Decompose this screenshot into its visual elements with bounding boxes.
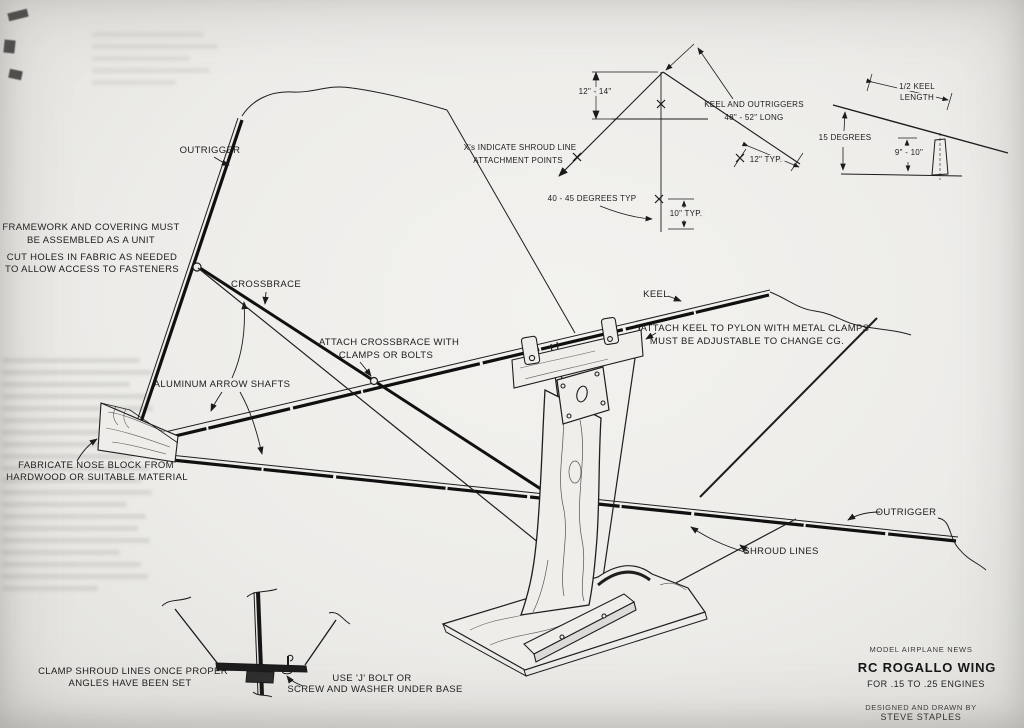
label-keel-outriggers-2: 48" - 52" LONG <box>724 113 784 122</box>
dim-pylon-height: 9" - 10" <box>892 148 926 157</box>
label-jbolt-2: SCREW AND WASHER UNDER BASE <box>287 684 463 695</box>
label-cut-holes-2: TO ALLOW ACCESS TO FASTENERS <box>5 264 179 275</box>
pylon-rail <box>523 593 637 663</box>
plan-title: RC ROGALLO WING <box>857 660 997 675</box>
bleed-through-text-top <box>92 32 222 92</box>
label-attach-keel-2: MUST BE ADJUSTABLE TO CHANGE CG. <box>649 336 845 347</box>
label-attach-crossbrace-1: ATTACH CROSSBRACE WITH <box>318 337 460 348</box>
shroud-lines <box>197 267 797 602</box>
publication-name: MODEL AIRPLANE NEWS <box>869 645 973 654</box>
pylon <box>520 388 602 616</box>
label-jbolt-1: USE 'J' BOLT OR <box>332 673 412 684</box>
label-nose-block-1: FABRICATE NOSE BLOCK FROM <box>18 460 174 471</box>
label-aluminum-shafts: ALUMINUM ARROW SHAFTS <box>153 379 291 390</box>
label-leaders <box>76 156 881 687</box>
label-framework-note-1: FRAMEWORK AND COVERING MUST <box>2 222 180 233</box>
crossbrace-keel-bolt <box>369 376 379 386</box>
keel-angle-detail <box>832 73 1009 180</box>
label-shroud-lines: SHROUD LINES <box>743 546 819 557</box>
label-nose-block-2: HARDWOOD OR SUITABLE MATERIAL <box>6 472 188 483</box>
keel-spar <box>147 289 771 437</box>
clamp-detail <box>161 588 351 698</box>
label-outrigger-right: OUTRIGGER <box>875 507 937 518</box>
label-clamp-note-2: ANGLES HAVE BEEN SET <box>68 678 192 689</box>
dim-half-keel-1: 1/2 KEEL <box>897 82 937 91</box>
pylon-base <box>441 565 708 678</box>
fabric-break-top <box>241 86 448 117</box>
label-xs-note-1: X's INDICATE SHROUD LINE <box>463 143 577 152</box>
plan-subtitle: FOR .15 TO .25 ENGINES <box>867 679 985 689</box>
fabric-edge-right-panel <box>699 317 878 498</box>
nose-block <box>97 402 179 463</box>
label-keel: KEEL <box>643 289 669 300</box>
label-attach-crossbrace-2: CLAMPS OR BOLTS <box>338 350 434 361</box>
label-xs-note-2: ATTACHMENT POINTS <box>473 156 563 165</box>
label-crossbrace: CROSSBRACE <box>230 279 302 290</box>
label-attach-keel-1: ATTACH KEEL TO PYLON WITH METAL CLAMPS <box>640 323 870 334</box>
shroud-attachment-x-marks <box>572 99 745 204</box>
label-cut-holes-1: CUT HOLES IN FABRIC AS NEEDED <box>6 252 178 263</box>
designer-name: STEVE STAPLES <box>880 712 962 722</box>
credit-line: DESIGNED AND DRAWN BY <box>865 703 977 712</box>
dim-12-typ: 12" TYP. <box>747 155 785 164</box>
label-angle-40-45: 40 - 45 DEGREES TYP <box>547 194 637 203</box>
dim-15-degrees: 15 DEGREES <box>818 133 872 142</box>
label-clamp-note-1: CLAMP SHROUD LINES ONCE PROPER <box>38 666 228 677</box>
dim-apex-height: 12" - 14" <box>576 87 614 96</box>
dim-10-typ: 10" TYP. <box>667 209 705 218</box>
left-outrigger-spar <box>135 117 239 425</box>
bleed-through-text <box>2 358 154 598</box>
fabric-break-keel-tip <box>769 291 912 336</box>
fabric-break-outrigger-tip <box>937 517 987 571</box>
label-framework-note-2: BE ASSEMBLED AS A UNIT <box>26 235 156 246</box>
label-keel-outriggers-1: KEEL AND OUTRIGGERS <box>704 100 804 109</box>
keel-clamp-assembly <box>511 316 644 425</box>
fabric-edge-left-panel <box>446 109 576 334</box>
dim-half-keel-2: LENGTH <box>898 93 936 102</box>
label-outrigger-left: OUTRIGGER <box>179 145 241 156</box>
geometry-detail <box>558 43 804 232</box>
